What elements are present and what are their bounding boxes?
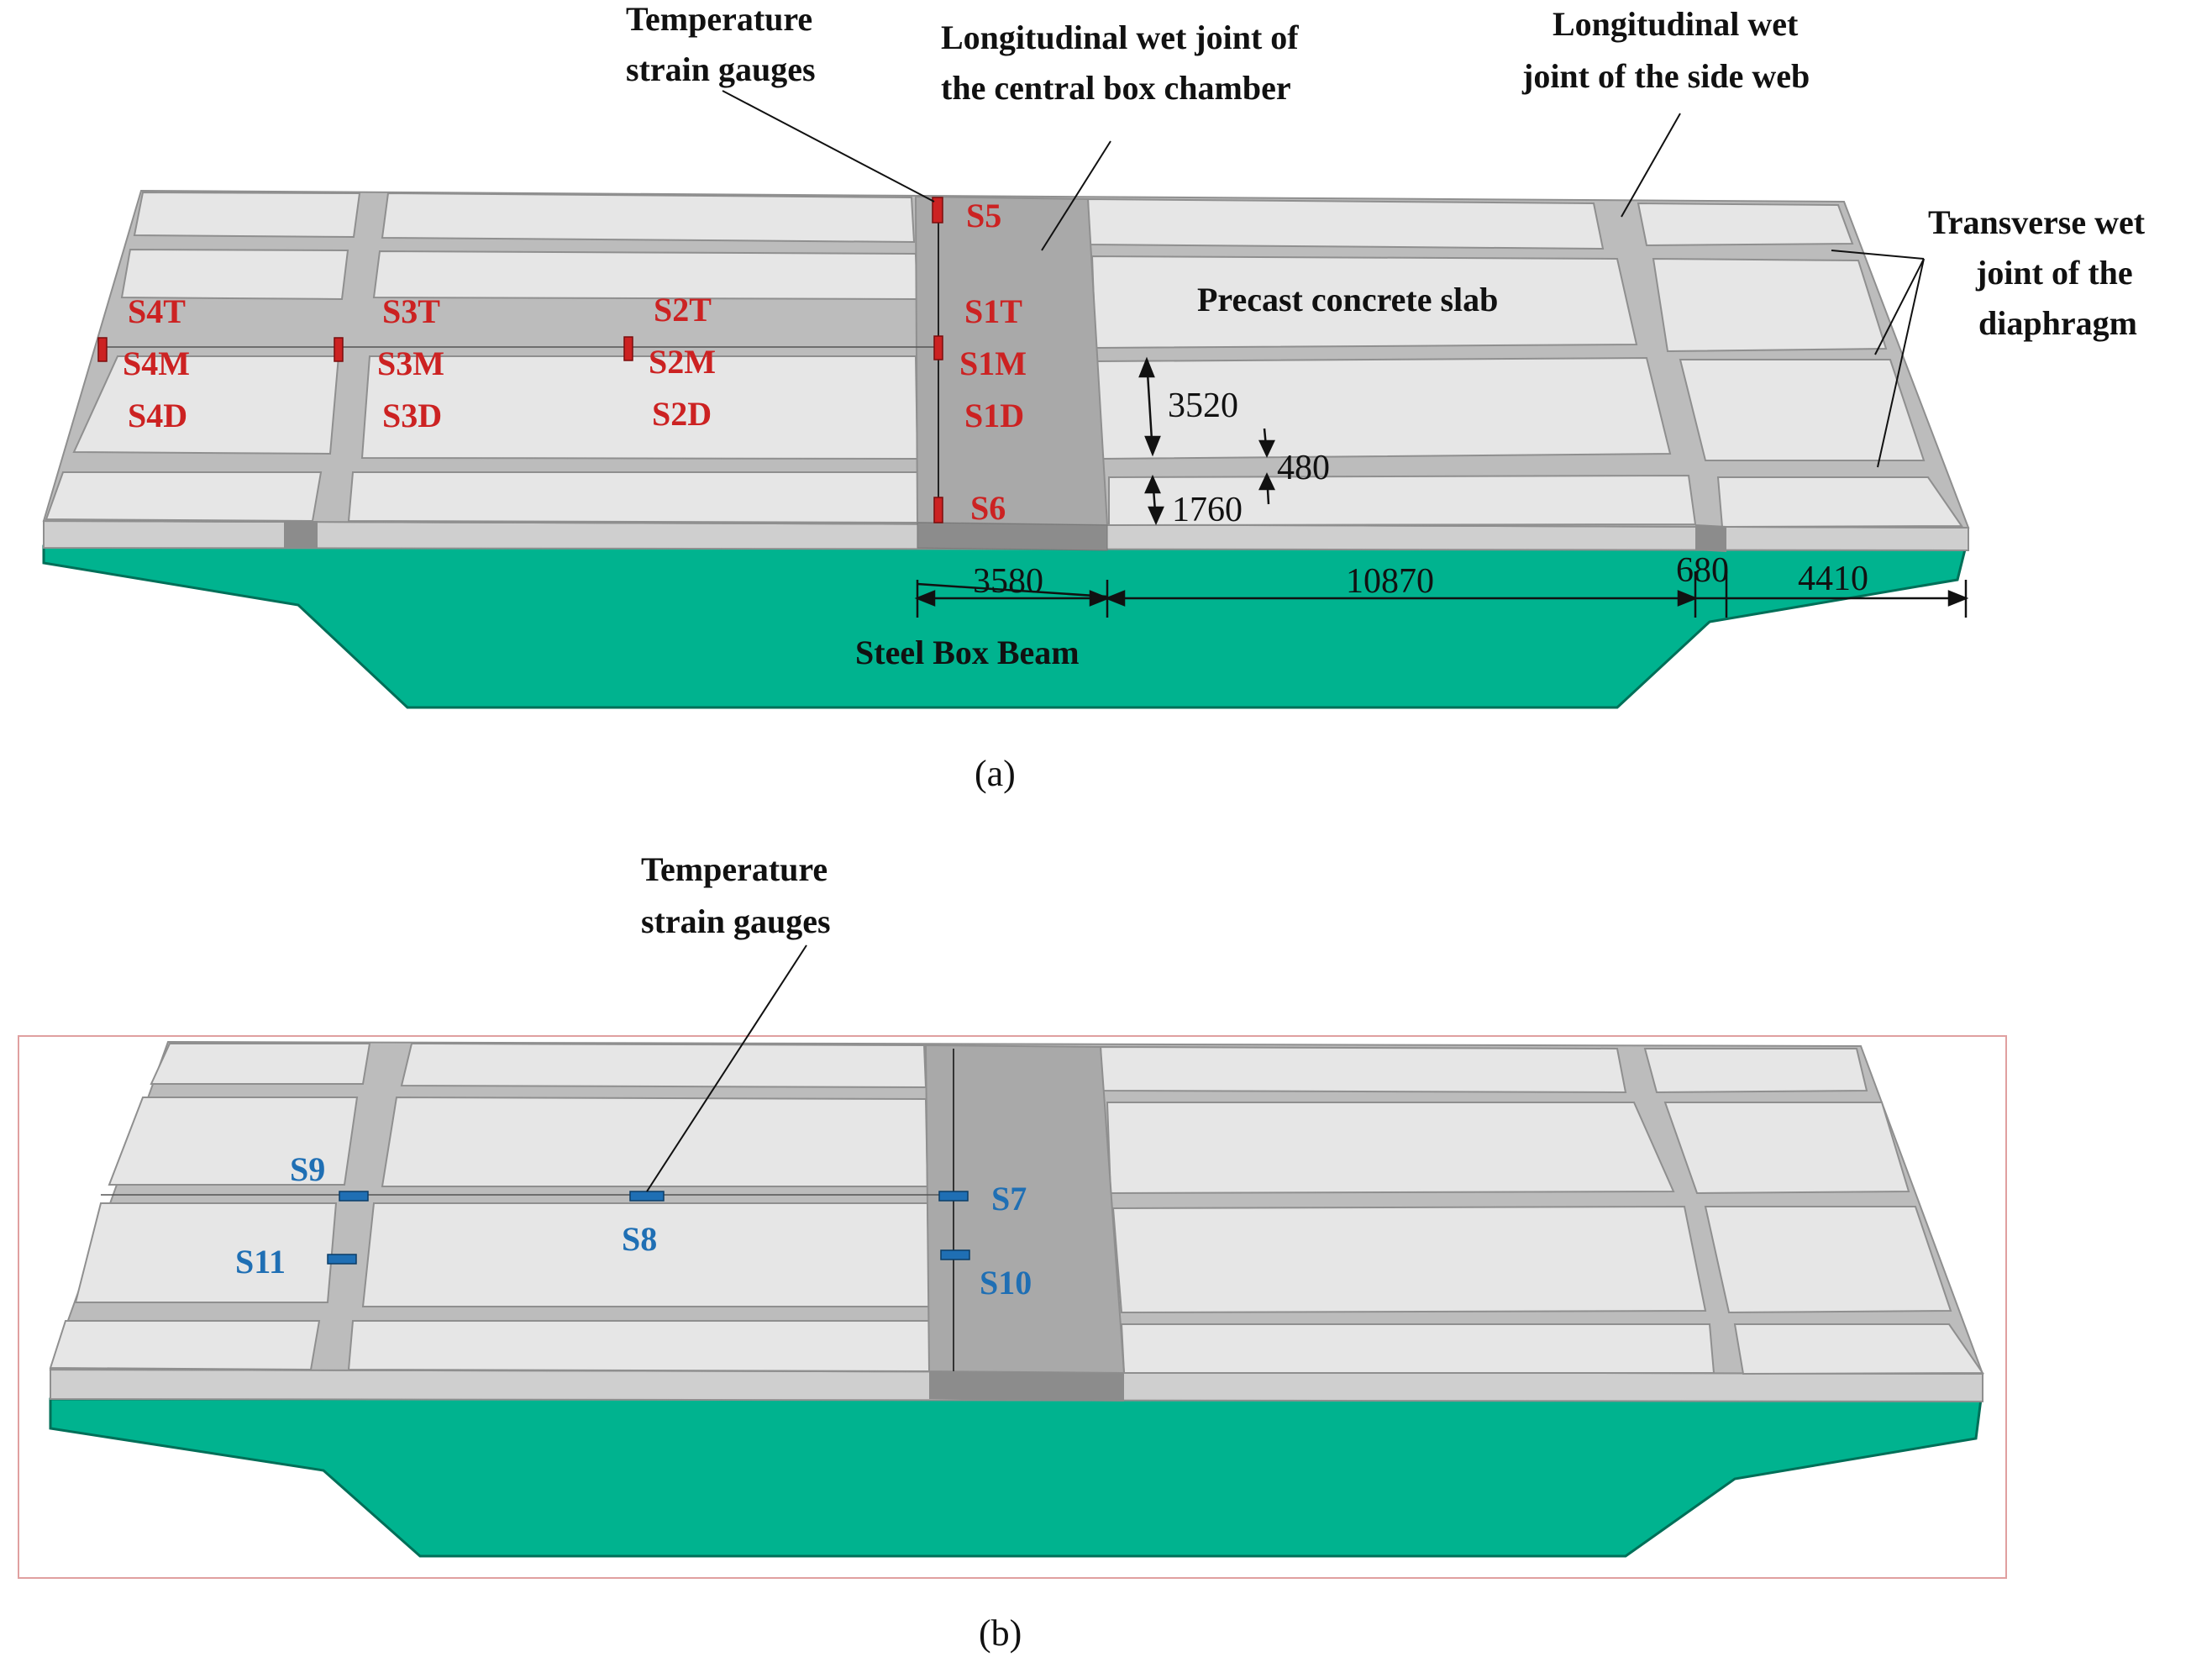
label-s2m: S2M — [649, 343, 716, 381]
label-s4m: S4M — [123, 344, 190, 382]
dim-10870: 10870 — [1346, 562, 1434, 601]
central-wet-joint-side-b — [929, 1371, 1124, 1402]
label-s3m: S3M — [377, 344, 444, 382]
callout-transverse-line3: diaphragm — [1978, 304, 2137, 342]
callout-transverse-line1: Transverse wet — [1928, 203, 2146, 241]
callout-central-line2: the central box chamber — [941, 69, 1291, 107]
gauge-s2-marker — [623, 336, 633, 361]
gauge-s4-marker — [97, 337, 108, 362]
gauge-s10-marker — [940, 1249, 970, 1260]
label-s8: S8 — [622, 1220, 657, 1258]
side-web-joint-side-a — [1695, 524, 1726, 552]
label-s9: S9 — [290, 1150, 325, 1188]
label-s5: S5 — [966, 197, 1001, 234]
caption-a: (a) — [975, 753, 1016, 794]
callout-gauges-b-line1: Temperature — [641, 850, 828, 888]
steel-box-beam-b — [49, 1397, 1983, 1558]
panel-a: S5 S1T S1M S1D S6 S2T S2M S2D S3T S3M S3… — [42, 0, 2146, 794]
label-s10: S10 — [980, 1264, 1032, 1302]
label-s3t: S3T — [382, 292, 440, 330]
callout-sideweb-line2: joint of the side web — [1521, 57, 1810, 95]
panel-b-frame — [18, 1035, 2007, 1579]
callout-gauges-a-line2: strain gauges — [626, 50, 816, 88]
dimension-lines-a — [914, 356, 1969, 618]
central-wet-joint-side-a — [917, 522, 1108, 551]
callout-leader-b — [646, 944, 807, 1192]
dim-3520: 3520 — [1168, 387, 1238, 425]
label-s2t: S2T — [654, 291, 712, 329]
gauge-s9-marker — [339, 1191, 369, 1202]
callout-leaders-a — [722, 90, 1925, 468]
precast-slab-label: Precast concrete slab — [1197, 281, 1498, 318]
label-s1m: S1M — [959, 344, 1027, 382]
gauge-s5-marker — [932, 197, 943, 224]
label-s1d: S1D — [964, 397, 1024, 434]
dim-4410: 4410 — [1798, 560, 1868, 598]
callout-gauges-a-line1: Temperature — [626, 0, 812, 38]
dim-480: 480 — [1277, 449, 1330, 487]
dim-1760: 1760 — [1172, 491, 1243, 529]
label-s4d: S4D — [128, 397, 187, 434]
caption-b: (b) — [979, 1612, 1022, 1654]
red-gauges-a — [97, 197, 943, 523]
label-s6: S6 — [970, 489, 1006, 527]
gauge-s8-marker — [629, 1191, 665, 1202]
callout-central-line1: Longitudinal wet joint of — [941, 18, 1299, 56]
precast-panels-b — [49, 1042, 1984, 1375]
label-s4t: S4T — [128, 292, 186, 330]
gauge-s6-marker — [933, 497, 943, 523]
gauge-s3-marker — [334, 337, 344, 362]
callout-sideweb-line1: Longitudinal wet — [1553, 5, 1799, 43]
label-s1t: S1T — [964, 292, 1022, 330]
label-s2d: S2D — [652, 395, 712, 433]
steel-box-beam-a — [42, 544, 1968, 709]
steel-box-beam-label: Steel Box Beam — [855, 634, 1080, 671]
panel-b: S9 S8 S7 S11 S10 Temperature strain gaug… — [18, 850, 2007, 1654]
label-s11: S11 — [235, 1243, 286, 1281]
callout-gauges-b-line2: strain gauges — [641, 902, 831, 940]
callout-transverse-line2: joint of the — [1975, 254, 2133, 292]
gauge-s11-marker — [327, 1254, 357, 1265]
left-joint-side-a — [284, 521, 318, 548]
gauge-s1-marker — [933, 335, 943, 360]
label-s7: S7 — [991, 1180, 1027, 1218]
dim-680: 680 — [1676, 551, 1729, 590]
precast-panels-a — [45, 191, 1963, 529]
label-s3d: S3D — [382, 397, 442, 434]
blue-gauges-b — [327, 1191, 970, 1265]
gauge-s7-marker — [938, 1191, 969, 1202]
dim-3580: 3580 — [973, 562, 1043, 601]
